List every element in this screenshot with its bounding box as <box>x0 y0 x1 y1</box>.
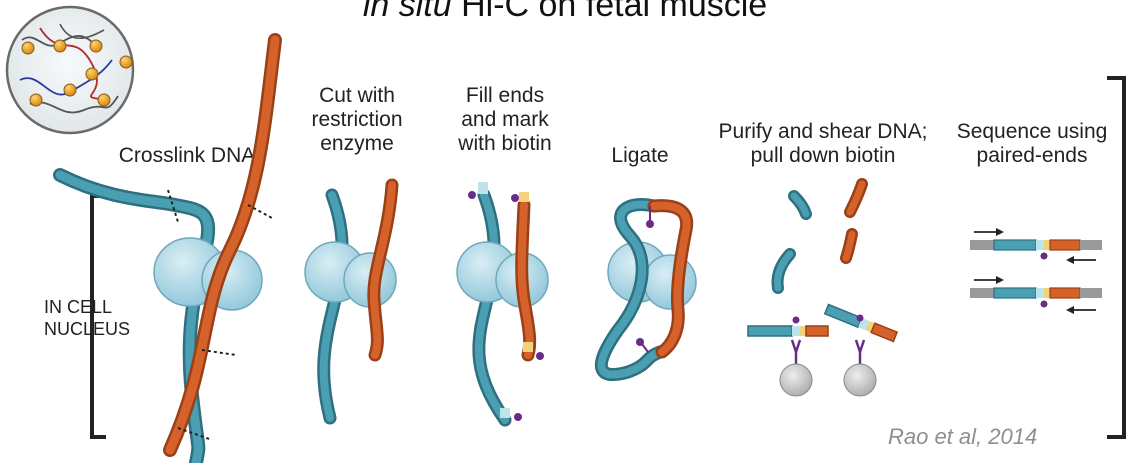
left-bracket <box>92 196 106 437</box>
step-fill-biotin-illustration <box>457 182 548 421</box>
step-sequence-illustration <box>970 228 1102 314</box>
step-purify-illustration <box>748 184 897 396</box>
step-ligate-illustration <box>601 204 696 374</box>
nucleus-inset-icon <box>7 7 133 133</box>
right-bracket <box>1107 78 1124 437</box>
step-cut-illustration <box>305 185 396 418</box>
